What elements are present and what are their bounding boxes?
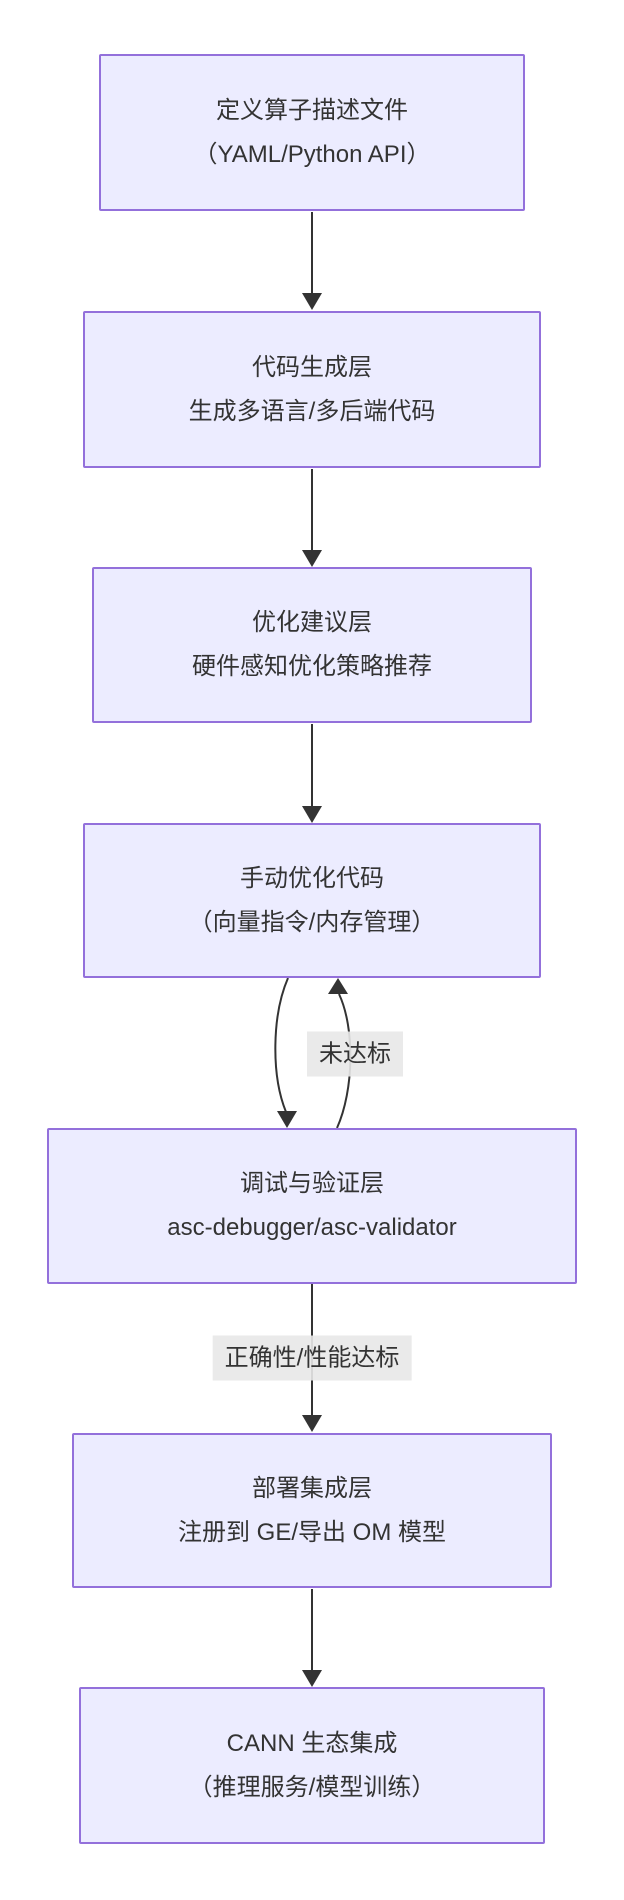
arrowhead-down-icon xyxy=(277,1111,297,1128)
node-cann-ecosystem: CANN 生态集成 （推理服务/模型训练） xyxy=(79,1687,545,1844)
node-manual-optimize-line2: （向量指令/内存管理） xyxy=(188,908,436,936)
node-operator-spec-line1: 定义算子描述文件 xyxy=(216,96,408,124)
edge-label-met: 正确性/性能达标 xyxy=(212,1335,412,1381)
node-optimize-advice-line1: 优化建议层 xyxy=(252,609,372,636)
arrowhead-down-icon xyxy=(302,1415,322,1432)
node-debug-validate-line2: asc-debugger/asc-validator xyxy=(167,1214,457,1241)
node-codegen-layer-line2: 生成多语言/多后端代码 xyxy=(188,397,436,425)
arrowhead-down-icon xyxy=(302,550,322,567)
node-manual-optimize: 手动优化代码 （向量指令/内存管理） xyxy=(83,823,541,978)
node-cann-ecosystem-line1: CANN 生态集成 xyxy=(226,1729,398,1757)
arrowhead-down-icon xyxy=(302,1670,322,1687)
node-manual-optimize-line1: 手动优化代码 xyxy=(240,864,384,892)
node-optimize-advice-layer: 优化建议层 硬件感知优化策略推荐 xyxy=(92,567,532,723)
node-operator-spec: 定义算子描述文件 （YAML/Python API） xyxy=(99,54,525,211)
edge-label-not-met: 未达标 xyxy=(307,1031,403,1077)
arrowhead-up-icon xyxy=(328,978,348,994)
arrowhead-down-icon xyxy=(302,806,322,823)
node-deploy-integration-line1: 部署集成层 xyxy=(252,1474,372,1502)
edge-manual-to-debug xyxy=(274,977,289,1113)
node-cann-ecosystem-line2: （推理服务/模型训练） xyxy=(188,1773,436,1801)
node-debug-validate-layer: 调试与验证层 asc-debugger/asc-validator xyxy=(47,1128,577,1284)
node-codegen-layer-line1: 代码生成层 xyxy=(252,353,372,381)
node-codegen-layer: 代码生成层 生成多语言/多后端代码 xyxy=(83,311,541,468)
node-operator-spec-line2: （YAML/Python API） xyxy=(193,140,431,168)
node-optimize-advice-line2: 硬件感知优化策略推荐 xyxy=(192,653,432,680)
node-debug-validate-line1: 调试与验证层 xyxy=(240,1170,384,1197)
node-deploy-integration-layer: 部署集成层 注册到 GE/导出 OM 模型 xyxy=(72,1433,552,1588)
node-deploy-integration-line2: 注册到 GE/导出 OM 模型 xyxy=(177,1518,446,1546)
arrowhead-down-icon xyxy=(302,293,322,310)
